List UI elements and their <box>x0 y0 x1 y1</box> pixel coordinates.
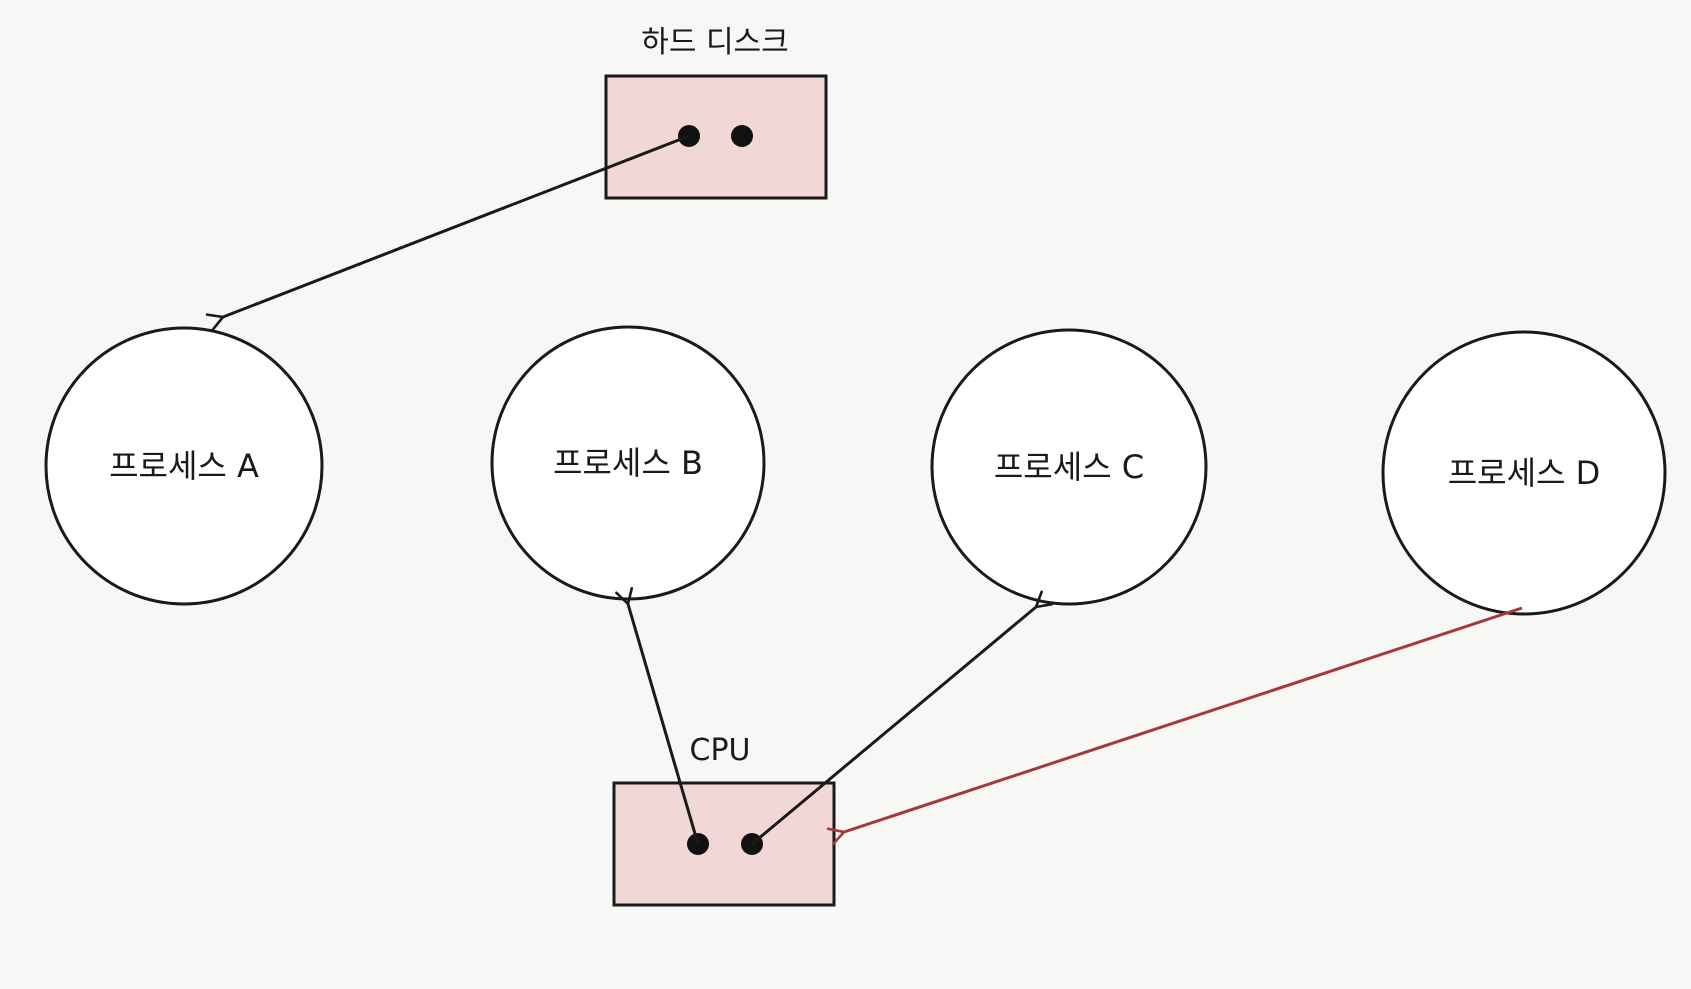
process-d: 프로세스 D <box>1381 330 1667 616</box>
process-a-label: 프로세스 A <box>109 447 259 485</box>
process-a: 프로세스 A <box>44 326 324 606</box>
process-b: 프로세스 B <box>490 325 766 601</box>
hard-disk-label: 하드 디스크 <box>641 25 789 60</box>
process-d-to-cpu-arrow <box>826 606 1523 846</box>
process-d-circle <box>1381 330 1667 616</box>
process-b-label: 프로세스 B <box>553 444 703 482</box>
cpu-to-process-b-arrow <box>615 587 700 845</box>
process-a-circle <box>44 326 324 606</box>
cpu-box <box>612 781 836 907</box>
process-c: 프로세스 C <box>930 328 1208 606</box>
process-c-label: 프로세스 C <box>994 448 1144 486</box>
process-c-circle <box>930 328 1208 606</box>
hard-disk-box <box>604 74 828 200</box>
hard-disk-slot-2 <box>731 125 753 147</box>
process-d-label: 프로세스 D <box>1448 454 1601 492</box>
cpu-label: CPU <box>690 733 751 768</box>
disk-to-process-a-arrow <box>205 134 690 331</box>
cpu-to-process-c-arrow <box>751 590 1054 846</box>
